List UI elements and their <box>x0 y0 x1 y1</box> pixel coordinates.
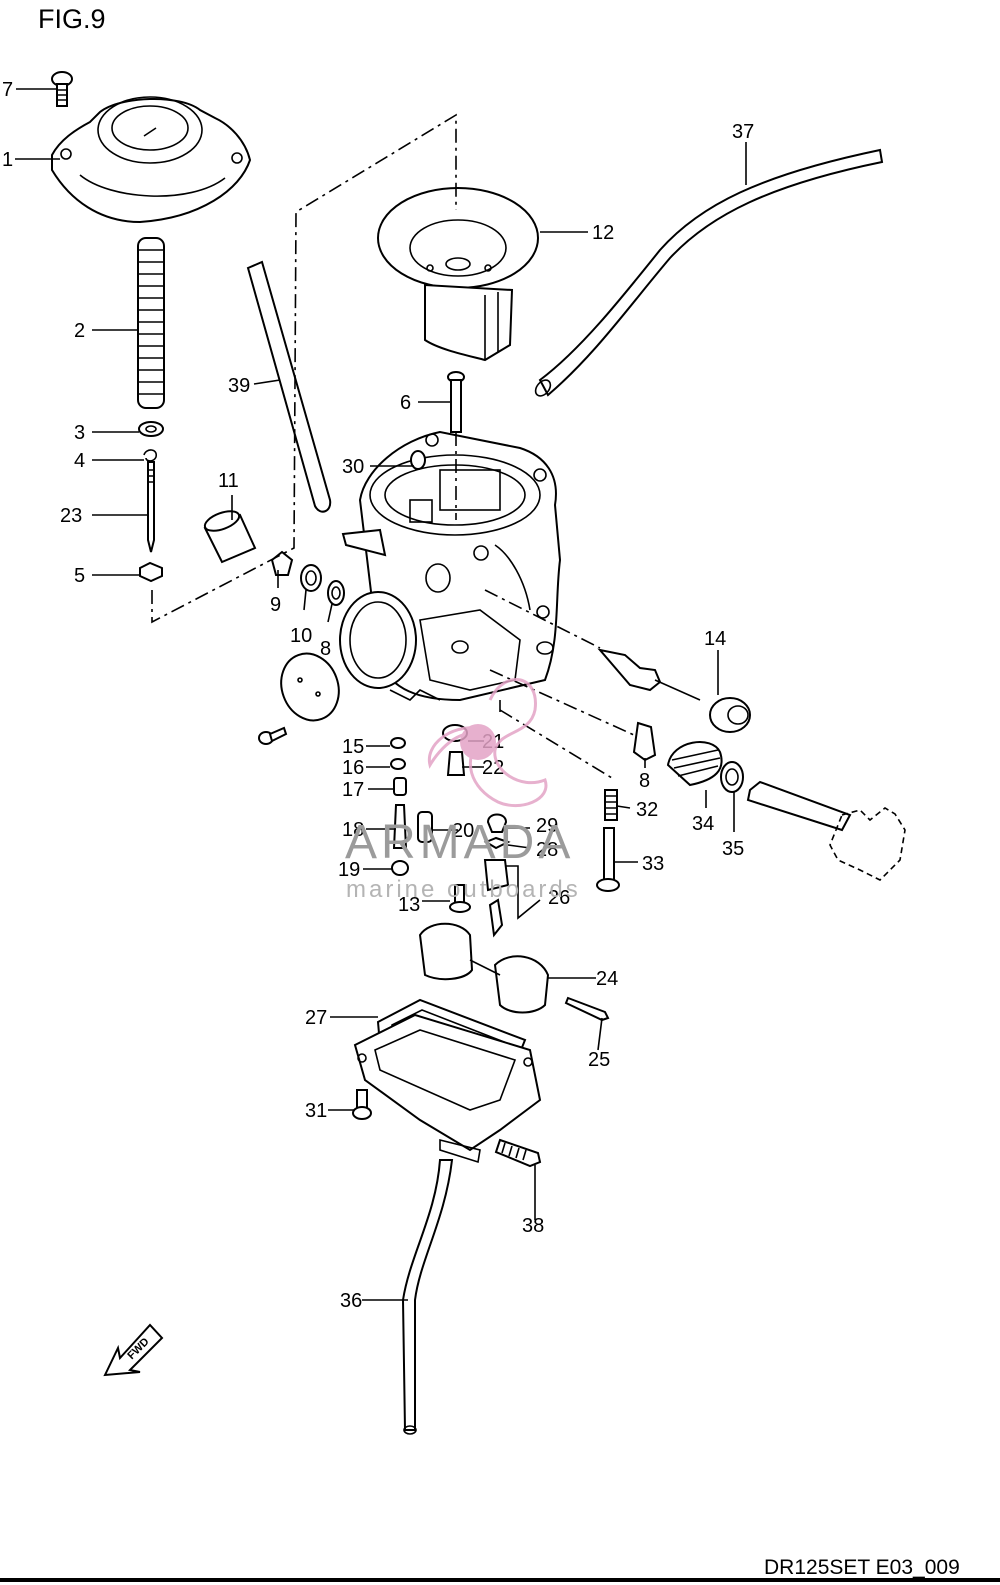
callout-14: 14 <box>704 628 726 650</box>
part-29-cap <box>486 813 508 833</box>
part-2-spring <box>137 237 165 409</box>
watermark-brand: ARMADA <box>345 816 574 869</box>
part-32-spring <box>604 789 618 821</box>
part-20-pilot-jet <box>417 811 433 843</box>
part-13-screw <box>449 884 471 913</box>
callout-38: 38 <box>522 1215 544 1237</box>
callout-13: 13 <box>398 894 420 916</box>
callout-24: 24 <box>596 968 618 990</box>
part-33-screw <box>596 827 620 892</box>
part-9-fitting <box>270 550 294 576</box>
throttle-cable-end <box>746 780 906 881</box>
callout-33: 33 <box>642 853 664 875</box>
callout-2: 2 <box>74 320 85 342</box>
part-25-float-pin <box>564 996 610 1022</box>
callout-labels: 7 1 2 3 4 23 5 39 11 12 6 30 37 14 9 10 … <box>2 79 754 1312</box>
part-38-drain-screw <box>494 1138 542 1168</box>
callout-29: 29 <box>536 815 558 837</box>
callout-39: 39 <box>228 375 250 397</box>
part-7-screw <box>51 71 73 107</box>
fwd-arrow-icon <box>103 1323 164 1377</box>
callout-16: 16 <box>342 757 364 779</box>
callout-20: 20 <box>452 820 474 842</box>
part-15-washer <box>390 737 406 749</box>
callout-17: 17 <box>342 779 364 801</box>
callout-8b: 8 <box>639 770 650 792</box>
callout-27: 27 <box>305 1007 327 1029</box>
leader-lines <box>15 88 747 1301</box>
callout-22: 22 <box>482 757 504 779</box>
part-31-screw <box>352 1089 372 1120</box>
part-3-washer <box>138 421 164 437</box>
callout-15: 15 <box>342 736 364 758</box>
callout-26: 26 <box>548 887 570 909</box>
part-12-diaphragm-piston <box>377 187 539 362</box>
figure-title: FIG.9 <box>38 4 106 34</box>
part-8-oring-a <box>327 580 345 606</box>
part-6-screw <box>447 371 465 433</box>
part-1-top-cap <box>51 96 252 224</box>
part-26-valve-body <box>483 859 510 892</box>
callout-19: 19 <box>338 859 360 881</box>
callout-12: 12 <box>592 222 614 244</box>
part-24-float <box>418 922 550 1014</box>
callout-37: 37 <box>732 121 754 143</box>
part-39-vent-tube <box>246 260 332 513</box>
throttle-plate-screw <box>258 726 288 745</box>
throttle-valve-plate <box>280 652 340 722</box>
callout-4: 4 <box>74 450 85 472</box>
callout-36: 36 <box>340 1290 362 1312</box>
part-34-spring <box>666 741 723 787</box>
callout-28: 28 <box>536 839 558 861</box>
parts-artwork: FWD <box>51 71 906 1435</box>
part-30-plug <box>410 450 426 470</box>
part-4-clip <box>143 449 157 462</box>
callout-32: 32 <box>636 799 658 821</box>
watermark: ARMADA marine outboards <box>345 678 581 903</box>
float-valve-needle <box>488 898 504 938</box>
part-35-boot <box>720 761 744 793</box>
watermark-logo-icon <box>427 678 548 808</box>
figure-code: DR125SET E03_009 <box>764 1556 960 1579</box>
callout-35: 35 <box>722 838 744 860</box>
float-bowl <box>353 1013 542 1164</box>
callout-1: 1 <box>2 149 13 171</box>
part-8-oring-b <box>632 721 657 762</box>
callout-8a: 8 <box>320 638 331 660</box>
part-18-needle-jet <box>392 804 408 849</box>
callout-30: 30 <box>342 456 364 478</box>
callout-11: 11 <box>218 470 239 492</box>
part-28-oring <box>483 836 511 850</box>
callout-18: 18 <box>342 819 364 841</box>
callout-31: 31 <box>305 1100 327 1122</box>
part-23-jet-needle <box>147 461 155 553</box>
part-37-hose <box>538 148 884 397</box>
part-19-main-jet <box>391 860 409 876</box>
callout-9: 9 <box>270 594 281 616</box>
part-14-choke-assembly <box>597 648 751 733</box>
part-36-drain-hose <box>401 1159 454 1431</box>
callout-25: 25 <box>588 1049 610 1071</box>
callout-23: 23 <box>60 505 82 527</box>
part-10-oring <box>300 564 322 592</box>
callout-6: 6 <box>400 392 411 414</box>
callout-10: 10 <box>290 625 312 647</box>
carburetor-body <box>339 430 562 702</box>
callout-34: 34 <box>692 813 714 835</box>
part-22-plug <box>446 751 466 776</box>
watermark-tagline: marine outboards <box>346 876 581 903</box>
part-11-collar <box>203 510 257 564</box>
part-16-spring-seat <box>390 758 406 770</box>
callout-5: 5 <box>74 565 85 587</box>
part-17-pilot-screw <box>393 777 407 796</box>
callout-7: 7 <box>2 79 13 101</box>
callout-3: 3 <box>74 422 85 444</box>
part-5-needle-seat <box>139 561 163 583</box>
